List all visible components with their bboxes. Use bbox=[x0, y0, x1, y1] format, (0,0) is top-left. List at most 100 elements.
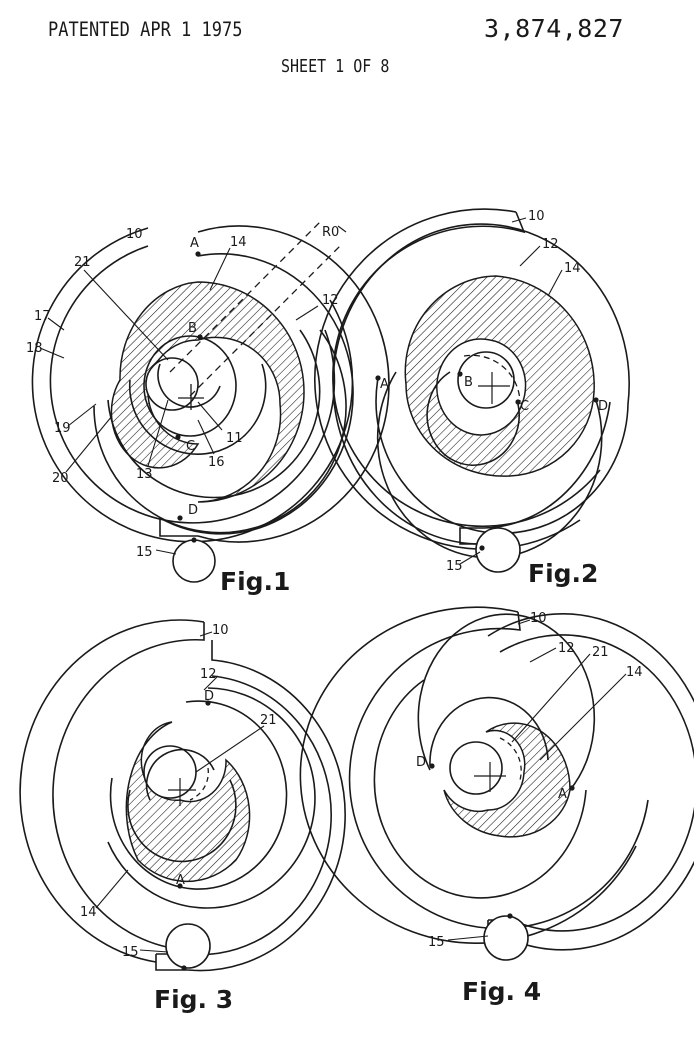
label-a: A bbox=[380, 377, 389, 392]
label-20: 20 bbox=[52, 471, 69, 486]
spiral-wrap-12 bbox=[332, 223, 630, 545]
point-a bbox=[375, 375, 381, 381]
label-14: 14 bbox=[230, 235, 247, 250]
spiral-wrap-10 bbox=[299, 606, 637, 945]
orbit-circle-16 bbox=[157, 363, 221, 408]
label-11: 11 bbox=[226, 431, 243, 446]
point-15 bbox=[181, 965, 187, 971]
inner-circle-b bbox=[143, 335, 237, 437]
label-c: C bbox=[186, 439, 195, 454]
inner-arc bbox=[145, 748, 215, 801]
figure-1-caption: Fig.1 bbox=[220, 567, 290, 596]
label-15: 15 bbox=[428, 935, 445, 950]
label-d: D bbox=[188, 503, 198, 518]
drive-circle-15 bbox=[475, 527, 521, 573]
point-15 bbox=[507, 913, 513, 919]
point-c bbox=[515, 399, 521, 405]
point-a bbox=[177, 883, 183, 889]
label-10: 10 bbox=[528, 209, 545, 224]
figure-2: 10 12 14 A B C D 15 Fig.2 bbox=[314, 208, 630, 588]
label-21: 21 bbox=[592, 645, 609, 660]
sheet-number: SHEET 1 OF 8 bbox=[281, 55, 390, 77]
label-b: B bbox=[464, 375, 473, 390]
label-13: 13 bbox=[136, 467, 153, 482]
spiral-wrap-inner bbox=[417, 613, 596, 791]
point-c bbox=[175, 434, 181, 440]
label-14: 14 bbox=[564, 261, 581, 276]
label-12: 12 bbox=[200, 667, 217, 682]
label-15: 15 bbox=[446, 559, 463, 574]
point-d bbox=[429, 763, 435, 769]
point-d bbox=[177, 515, 183, 521]
label-a: A bbox=[176, 873, 185, 888]
label-10: 10 bbox=[212, 623, 229, 638]
inner-circle-b bbox=[457, 351, 515, 409]
figure-4-caption: Fig. 4 bbox=[462, 977, 541, 1006]
label-21: 21 bbox=[260, 713, 277, 728]
point-15 bbox=[191, 537, 197, 543]
dashed-arc bbox=[463, 354, 521, 405]
dashed-arc bbox=[499, 737, 522, 781]
spiral-wrap-20 bbox=[107, 329, 321, 499]
point-a bbox=[569, 785, 575, 791]
spiral-wrap-core bbox=[429, 696, 549, 767]
label-21: 21 bbox=[74, 255, 91, 270]
figure-3-caption: Fig. 3 bbox=[154, 985, 233, 1014]
point-b bbox=[457, 371, 463, 377]
label-12: 12 bbox=[542, 237, 559, 252]
label-17: 17 bbox=[34, 309, 51, 324]
figure-4: 10 12 21 14 D A 15 Fig. 4 bbox=[299, 606, 694, 1006]
label-d: D bbox=[204, 689, 214, 704]
label-a: A bbox=[558, 787, 567, 802]
label-d: D bbox=[598, 399, 608, 414]
label-14: 14 bbox=[80, 905, 97, 920]
spiral-wrap-core bbox=[127, 779, 237, 863]
inner-circle bbox=[449, 741, 503, 795]
point-b bbox=[197, 334, 203, 340]
label-16: 16 bbox=[208, 455, 225, 470]
point-15 bbox=[479, 545, 485, 551]
figure-3: 10 12 D 21 A 14 15 Fig. 3 bbox=[19, 619, 346, 1014]
patent-number: 3,874,827 bbox=[484, 14, 624, 43]
drive-circle-15 bbox=[483, 915, 529, 961]
label-10: 10 bbox=[126, 227, 143, 242]
label-15: 15 bbox=[122, 945, 139, 960]
spiral-wrap-mid bbox=[107, 687, 316, 909]
spiral-wrap-10-end bbox=[52, 622, 205, 951]
label-b: B bbox=[188, 321, 197, 336]
spiral-wrap-inner bbox=[128, 363, 267, 455]
label-18: 18 bbox=[26, 341, 43, 356]
spiral-wrap-10 bbox=[31, 227, 354, 543]
label-19: 19 bbox=[54, 421, 71, 436]
spiral-wrap-12-tail bbox=[487, 634, 694, 941]
label-12: 12 bbox=[558, 641, 575, 656]
spiral-wrap-12 bbox=[487, 613, 694, 951]
label-c: C bbox=[520, 399, 529, 414]
spiral-wrap-inner bbox=[376, 371, 603, 559]
spiral-wrap-12 bbox=[187, 640, 346, 972]
dashed-arc bbox=[189, 767, 209, 801]
patented-date-stamp: PATENTED APR 1 1975 bbox=[48, 18, 243, 42]
figure-2-caption: Fig.2 bbox=[528, 559, 598, 588]
hatched-region-14 bbox=[404, 275, 595, 477]
hatched-region-14 bbox=[125, 721, 251, 883]
label-14: 14 bbox=[626, 665, 643, 680]
label-12: 12 bbox=[322, 293, 339, 308]
spiral-wrap-12-tail bbox=[155, 675, 332, 971]
point-a bbox=[195, 251, 201, 257]
spiral-wrap-inner bbox=[109, 700, 288, 890]
drive-circle-15 bbox=[165, 923, 211, 969]
drive-circle-15 bbox=[172, 539, 216, 583]
label-d: D bbox=[416, 755, 426, 770]
spiral-wrap-10 bbox=[19, 619, 205, 963]
point-d bbox=[205, 700, 211, 706]
spiral-wrap-19 bbox=[93, 329, 347, 534]
label-r0: R0 bbox=[322, 225, 339, 240]
label-a: A bbox=[190, 236, 199, 251]
hatched-region-14 bbox=[443, 722, 571, 838]
point-d bbox=[593, 397, 599, 403]
spiral-wrap-core bbox=[426, 371, 520, 466]
spiral-wrap-10-end bbox=[348, 611, 649, 930]
